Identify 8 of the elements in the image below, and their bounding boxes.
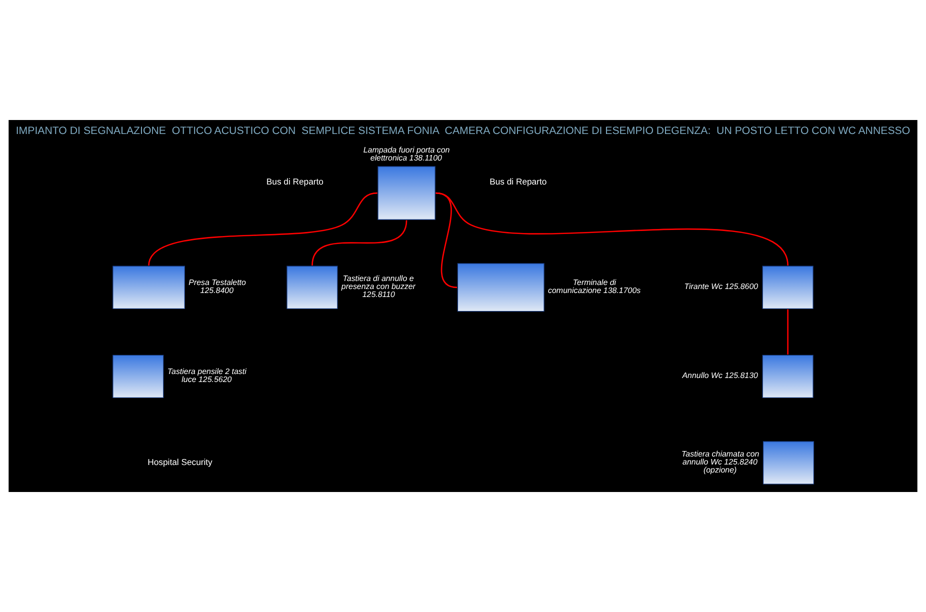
label: Bus di Reparto bbox=[490, 176, 547, 187]
diagram-title: IMPIANTO DI SEGNALAZIONE OTTICO ACUSTICO CON SEMPLICE SISTEMA FONIA CAMERA CONFIGURAZIONE DI ESEMPIO DEGENZA: UN POSTO LETTO CON WC ANNESSO bbox=[16, 124, 910, 137]
connector bbox=[787, 309, 788, 354]
connector bbox=[148, 192, 378, 266]
label: Bus di Reparto bbox=[266, 176, 324, 187]
label: Hospital Security bbox=[148, 457, 212, 468]
connector bbox=[436, 192, 788, 266]
connector bbox=[312, 220, 408, 266]
